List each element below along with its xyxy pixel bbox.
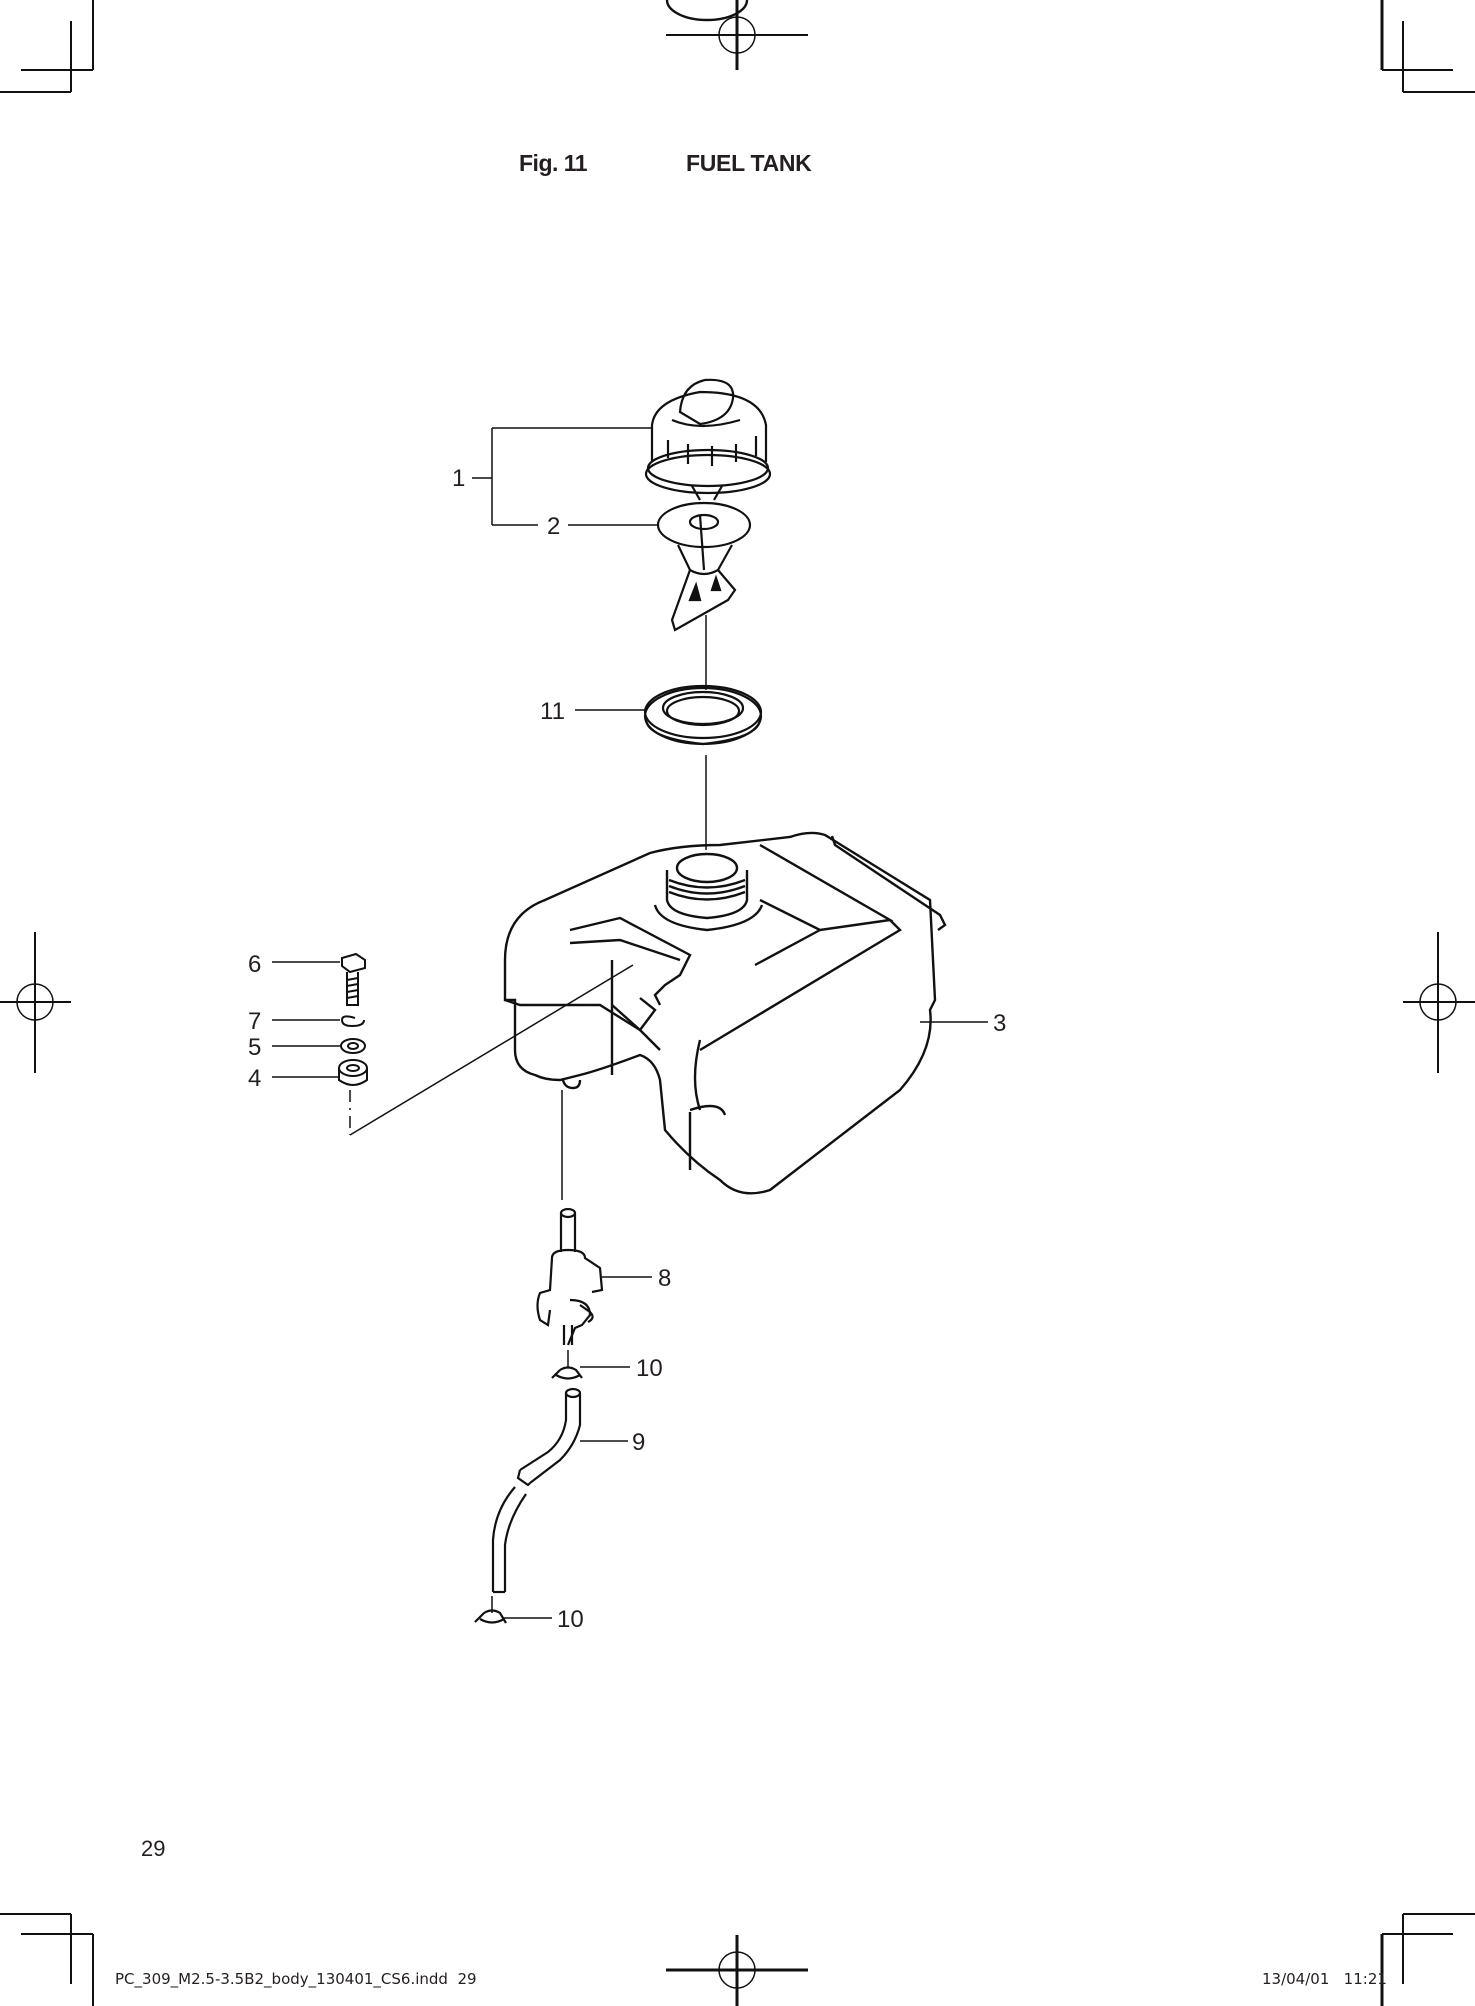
crop-mark-top-left [0, 0, 94, 93]
bolt-drawing [341, 952, 366, 1006]
callout-11: 11 [540, 698, 565, 725]
fuel-tank-drawing [503, 0, 947, 1195]
registration-mark-left [0, 932, 71, 1073]
callout-7: 7 [248, 1008, 261, 1035]
callout-numbers: 1 2 11 3 6 7 5 4 8 10 9 10 [248, 465, 1006, 1633]
callout-1: 1 [452, 465, 465, 492]
callout-leaders [272, 427, 988, 1619]
crop-mark-bottom-right [1380, 1913, 1475, 2006]
callout-5: 5 [248, 1034, 261, 1061]
spring-washer-drawing [340, 1015, 365, 1028]
fuel-hose-drawing [491, 1387, 582, 1594]
registration-mark-top [666, 0, 808, 70]
print-slug-filename: PC_309_M2.5-3.5B2_body_130401_CS6.indd 2… [115, 1970, 477, 1988]
figure-title: FUEL TANK [686, 150, 812, 176]
crop-mark-top-right [1380, 0, 1475, 93]
crop-mark-bottom-left [0, 1913, 94, 2006]
callout-4: 4 [248, 1065, 261, 1092]
callout-2: 2 [547, 513, 560, 540]
seal-ring-drawing [643, 684, 763, 746]
print-slug-timestamp: 13/04/01 11:21 [1262, 1970, 1387, 1988]
callout-3: 3 [993, 1010, 1006, 1037]
registration-mark-right [1403, 932, 1475, 1073]
rubber-mount-drawing [338, 1059, 368, 1086]
fuel-cock-drawing [536, 1207, 604, 1346]
fuel-cap-drawing [644, 378, 772, 501]
figure-label: Fig. 11 [519, 150, 588, 176]
strainer-drawing [656, 501, 752, 632]
callout-8: 8 [658, 1265, 671, 1292]
page-number: 29 [141, 1836, 166, 1861]
flat-washer-drawing [340, 1038, 366, 1054]
registration-mark-bottom [666, 1935, 808, 2006]
clip-upper-drawing [551, 1366, 583, 1380]
callout-10-lower: 10 [557, 1606, 584, 1633]
callout-6: 6 [248, 951, 261, 978]
callout-10-upper: 10 [636, 1355, 663, 1382]
clip-lower-drawing [474, 1609, 507, 1624]
callout-9: 9 [632, 1429, 645, 1456]
